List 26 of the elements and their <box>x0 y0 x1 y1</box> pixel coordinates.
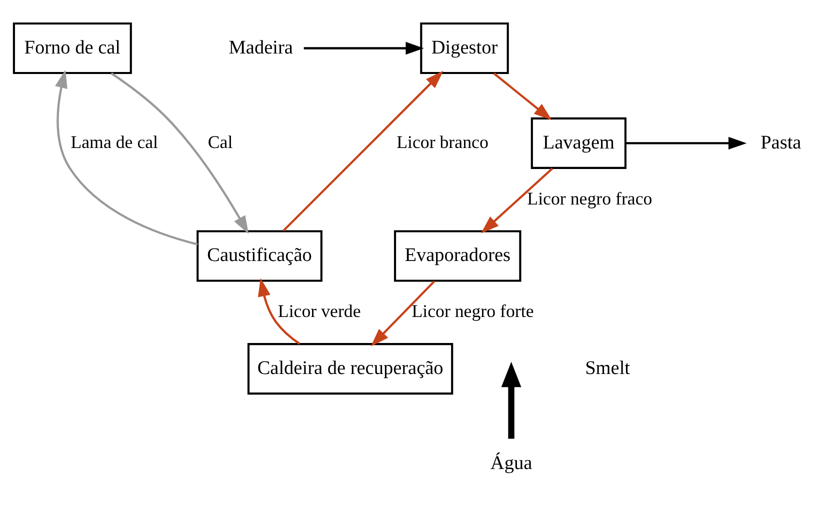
edge-label: Licor negro forte <box>412 301 534 322</box>
edge-label: Licor verde <box>278 301 361 322</box>
arrow <box>501 362 522 439</box>
edge-label: Lama de cal <box>70 132 158 152</box>
edge-label: Cal <box>208 132 233 152</box>
node-text: Água <box>490 452 532 474</box>
node-box: Evaporadores <box>394 230 522 282</box>
arrow <box>282 70 444 232</box>
node-box: Caldeira de recuperação <box>247 343 454 395</box>
node-box: Digestor <box>420 22 509 74</box>
arrow <box>55 70 198 246</box>
arrow <box>626 136 747 150</box>
arrow <box>110 72 249 234</box>
arrow <box>304 42 424 55</box>
node-text: Pasta <box>760 132 802 154</box>
edge-label: Licor negro fraco <box>527 188 652 208</box>
arrow <box>493 72 552 120</box>
arrow <box>370 280 436 346</box>
node-box: Lavagem <box>530 117 626 169</box>
node-box: Forno de cal <box>12 22 132 74</box>
label: Smelt <box>585 358 630 379</box>
node-box: Caustificação <box>196 230 322 282</box>
node-text: Madeira <box>228 37 293 58</box>
edge-label: Licor branco <box>396 132 488 152</box>
arrow <box>258 278 300 345</box>
arrow <box>480 168 554 234</box>
